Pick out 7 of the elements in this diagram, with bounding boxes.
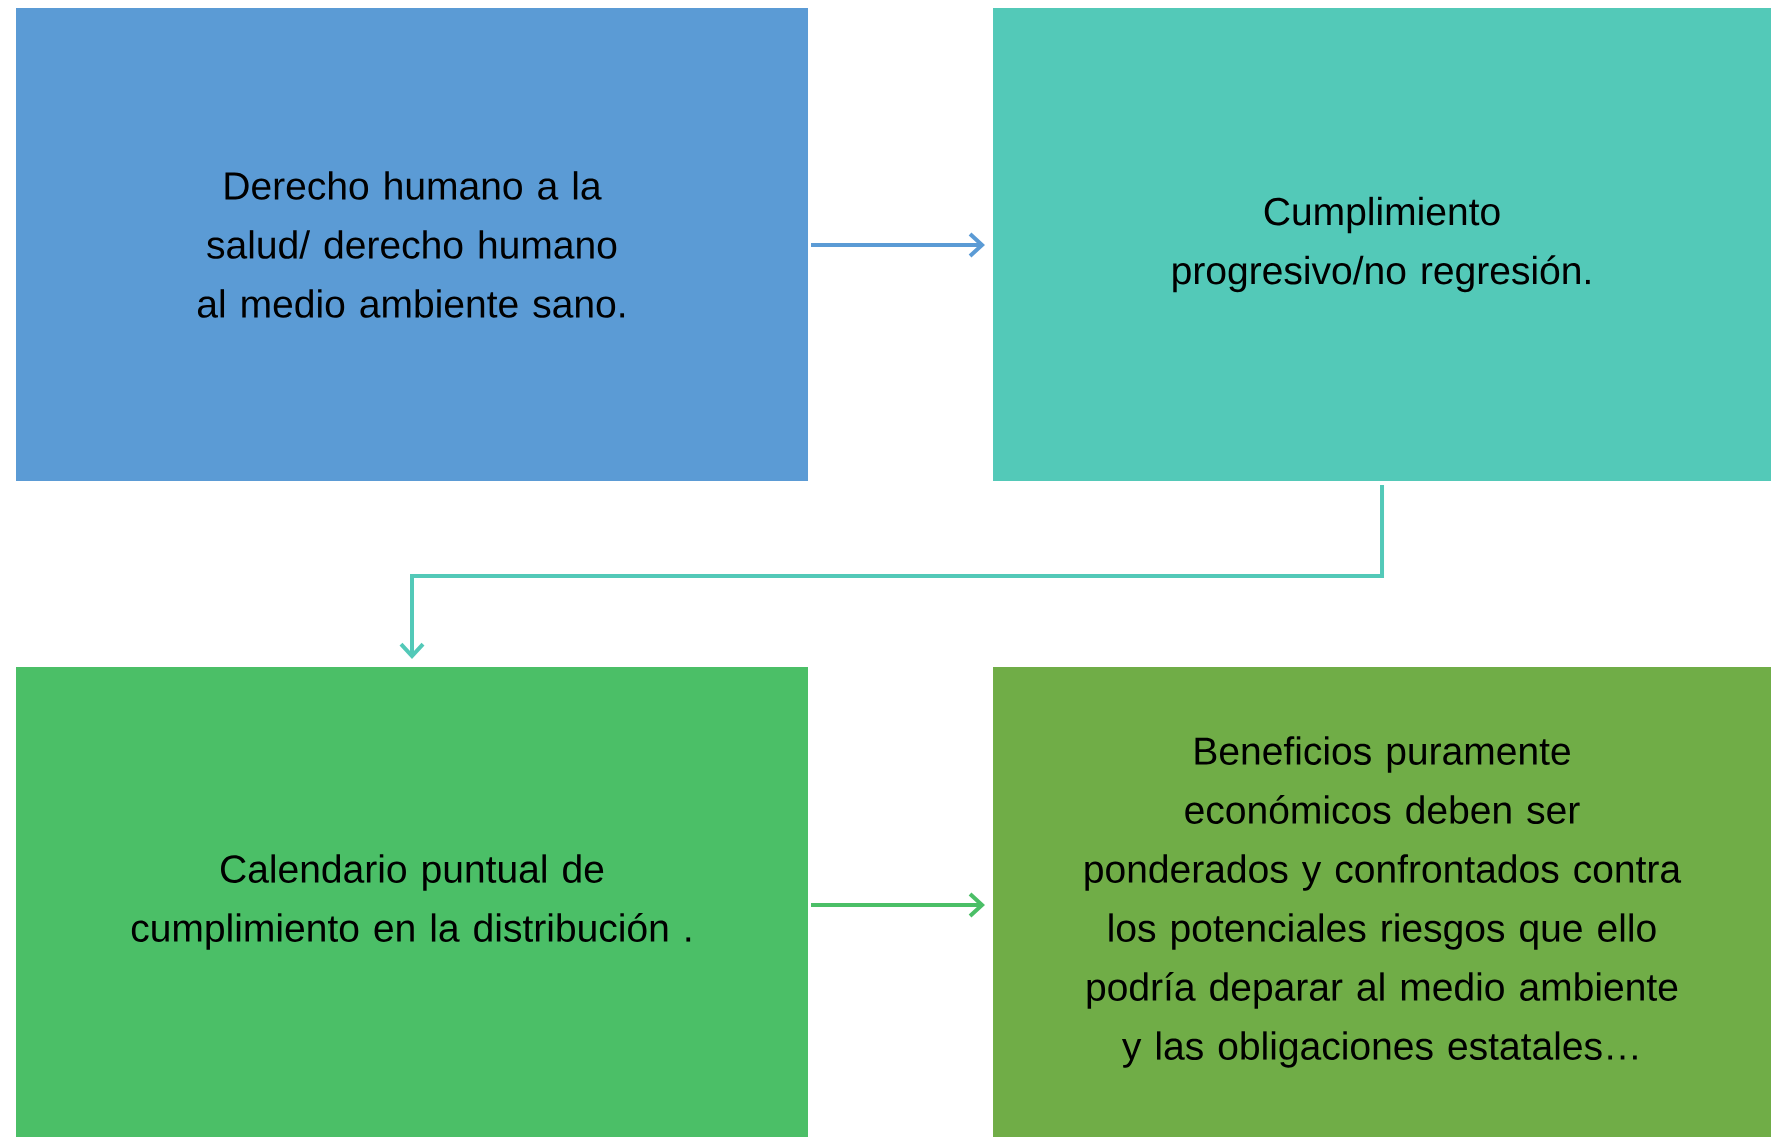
arrow [399, 485, 1384, 659]
process-box: Calendario puntual de cumplimiento en la distribución . [16, 667, 808, 1137]
arrow [811, 232, 985, 258]
process-box: Cumplimiento progresivo/no regresión. [993, 8, 1771, 481]
process-box: Beneficios puramente económicos deben ser ponderados y confrontados contra los potenciales riesgos que ello podría deparar al medio ambiente y las obligaciones estatales… [993, 667, 1771, 1137]
arrow [811, 892, 985, 918]
process-box: Derecho humano a la salud/ derecho humano al medio ambiente sano. [16, 8, 808, 481]
